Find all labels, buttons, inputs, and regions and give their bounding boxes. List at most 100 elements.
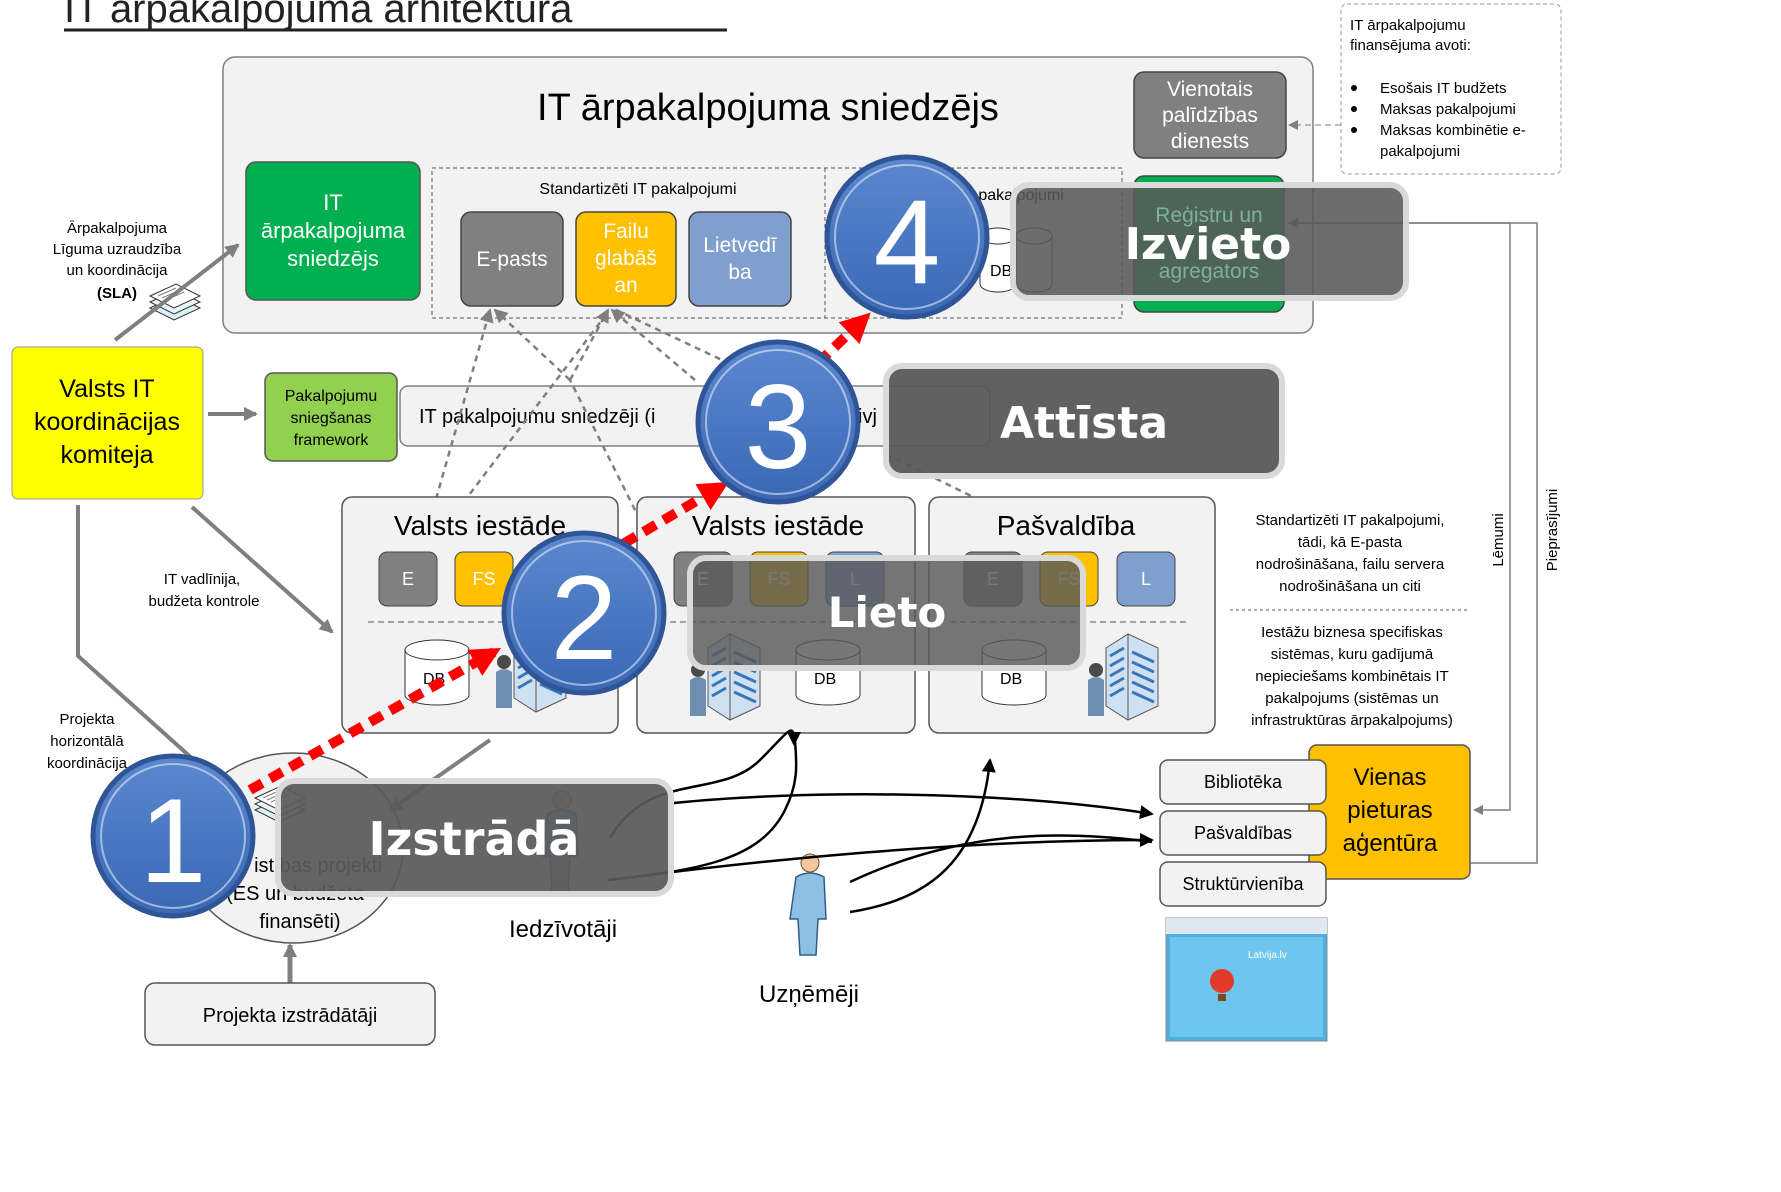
label: Struktūrvienība — [1182, 874, 1304, 894]
label: pakalpojums (sistēmas un — [1265, 690, 1438, 707]
portal-screenshot-image: Latvija.lv — [1165, 917, 1328, 1042]
label: Izstrādā — [369, 812, 580, 866]
label: aģentūra — [1343, 830, 1438, 857]
standard-services-note: Standartizēti IT pakalpojumi, tādi, kā E… — [1256, 512, 1445, 595]
label: 4 — [874, 175, 941, 309]
label: dienests — [1171, 130, 1249, 153]
committee-to-institutions-arrow — [190, 505, 334, 634]
label: infrastruktūras ārpakalpojums) — [1251, 712, 1453, 729]
db-label: DB — [814, 671, 836, 688]
citizen-access-arrows — [607, 729, 1154, 914]
providers-bar-label: IT pakalpojumu sniedzēji (i — [419, 406, 655, 428]
label: nodrošināšana un citi — [1279, 578, 1421, 595]
service-records: Lietvedī ba — [688, 211, 792, 307]
helpdesk-box: Vienotais palīdzības dienests — [1133, 71, 1287, 159]
label: ba — [728, 261, 752, 284]
agency-item-library: Bibliotēka — [1159, 759, 1327, 805]
standard-services-label: Standartizēti IT pakalpojumi — [539, 181, 736, 198]
label: Līguma uzraudzība — [53, 241, 182, 258]
residents-label: Iedzīvotāji — [509, 916, 617, 943]
service-file-storage: Failu glabāš an — [575, 211, 677, 307]
guideline-label-line2: budžeta kontrole — [149, 593, 260, 610]
stage-badge-3: 3 — [695, 339, 861, 505]
label: (SLA) — [97, 285, 137, 302]
institution-name: Valsts iestāde — [692, 510, 864, 541]
chip-email: E — [402, 569, 414, 589]
funding-item-cont: pakalpojumi — [1380, 143, 1460, 160]
label: 1 — [140, 774, 207, 908]
stage-badge-1: 1 — [90, 753, 256, 919]
label: un koordinācija — [67, 262, 169, 279]
funding-item: Esošais IT budžets — [1380, 80, 1506, 97]
label: Failu — [603, 220, 649, 243]
requests-label: Pieprasījumi — [1544, 489, 1561, 572]
funding-sources-box: IT ārpakalpojumu finansējuma avoti: Esoš… — [1340, 3, 1562, 175]
projects-coordination-line1: Projekta — [59, 711, 115, 728]
agency-item-municipalities: Pašvaldības — [1159, 810, 1327, 856]
project-developers-box: Projekta izstrādātāji — [144, 982, 436, 1046]
entrepreneurs-label: Uzņēmēji — [759, 981, 859, 1008]
chip-records: L — [1141, 569, 1151, 589]
stage-label-develop-further: Attīsta — [883, 363, 1285, 479]
one-stop-agency-box: Vienas pieturas aģentūra — [1308, 744, 1471, 880]
db-label: DB — [990, 263, 1012, 280]
label: palīdzības — [1162, 104, 1258, 127]
institution-name: Pašvaldība — [997, 510, 1136, 541]
label: IT — [323, 190, 343, 215]
label: Attīsta — [1000, 398, 1168, 449]
architecture-diagram: IT ārpakalpojuma arhitektūra IT ārpakalp… — [11, 0, 1562, 1046]
label: sniegšanas — [291, 410, 372, 427]
label: framework — [294, 432, 370, 449]
label: ārpakalpojuma — [261, 218, 406, 243]
guideline-label-line1: IT vadlīnija, — [164, 571, 240, 588]
label: Iestāžu biznesa specifiskas — [1261, 624, 1443, 641]
service-email: E-pasts — [460, 211, 564, 307]
agency-item-structural-unit: Struktūrvienība — [1159, 861, 1327, 907]
funding-heading-line1: IT ārpakalpojumu — [1350, 17, 1466, 34]
it-outsourcing-provider-box: IT ārpakalpojuma sniedzējs — [245, 161, 421, 301]
person-icon — [789, 853, 827, 956]
provider-title: IT ārpakalpojuma sniedzējs — [537, 87, 999, 129]
providers-bar-label-tail: ivj ) — [858, 406, 889, 428]
label: Pakalpojumu — [285, 388, 378, 405]
label: 3 — [745, 360, 812, 494]
label: tādi, kā E-pasta — [1298, 534, 1403, 551]
label: Projekta izstrādātāji — [203, 1005, 378, 1027]
label: an — [614, 274, 637, 297]
specific-services-note: Iestāžu biznesa specifiskas sistēmas, ku… — [1251, 624, 1453, 729]
stage-label-use: Lieto — [687, 555, 1086, 671]
documents-icon — [149, 283, 201, 321]
label: Izvieto — [1125, 219, 1292, 270]
framework-box: Pakalpojumu sniegšanas framework — [264, 372, 398, 462]
bullet-icon — [1351, 127, 1357, 133]
stage-badge-4: 4 — [824, 154, 990, 320]
institution-name: Valsts iestāde — [394, 510, 566, 541]
label: glabāš — [595, 247, 657, 270]
funding-item: Maksas kombinētie e- — [1380, 122, 1526, 139]
bullet-icon — [1351, 106, 1357, 112]
label: Vienas — [1354, 764, 1427, 791]
label: nepieciešams kombinētais IT — [1255, 668, 1448, 685]
label: nodrošināšana, failu servera — [1256, 556, 1445, 573]
label: sniedzējs — [287, 246, 379, 271]
committee-to-provider-arrow — [113, 243, 240, 342]
bullet-icon — [1351, 85, 1357, 91]
chip-file-storage: FS — [472, 569, 495, 589]
label: finansēti) — [259, 911, 340, 933]
label: sistēmas, kuru gadījumā — [1271, 646, 1434, 663]
label: pieturas — [1347, 797, 1432, 824]
label: Vienotais — [1167, 78, 1253, 101]
registry-label-line2: agregators — [1159, 260, 1259, 283]
registry-label-line1: Reģistru un — [1155, 204, 1262, 227]
label: 2 — [551, 551, 618, 685]
label: Bibliotēka — [1204, 772, 1283, 792]
label: komiteja — [60, 441, 153, 469]
db-label: DB — [1000, 671, 1022, 688]
page-title: IT ārpakalpojuma arhitektūra — [64, 0, 573, 31]
balloon-icon — [1210, 969, 1234, 993]
label: Pašvaldības — [1194, 823, 1292, 843]
projects-coordination-line2: horizontālā — [50, 733, 124, 750]
funding-item: Maksas pakalpojumi — [1380, 101, 1516, 118]
stage-label-develop: Izstrādā — [275, 778, 674, 897]
label: Valsts IT — [59, 375, 154, 403]
